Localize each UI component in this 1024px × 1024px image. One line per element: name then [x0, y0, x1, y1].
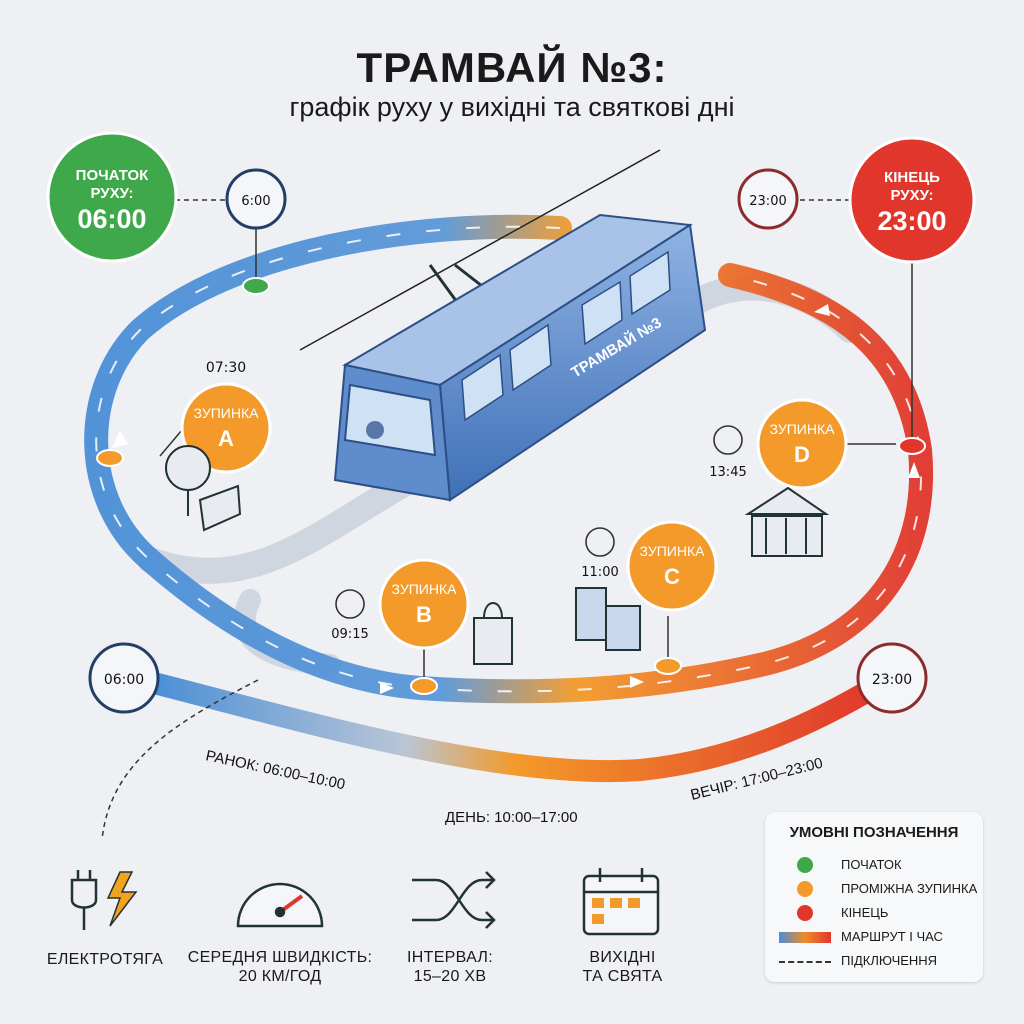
feature-interval-label: ІНТЕРВАЛ: 15–20 ХВ — [385, 948, 515, 986]
stop-b-letter: B — [416, 602, 432, 627]
start-clock-icon: 6:00 — [225, 168, 287, 230]
period-morning: РАНОК: 06:00–10:00 — [204, 747, 346, 793]
timeline-start-clock-icon: 06:00 — [88, 642, 160, 714]
feature-electric-label: ЕЛЕКТРОТЯГА — [30, 950, 180, 969]
stop-c-time: 11:00 — [581, 565, 618, 580]
feature-speed-line1: СЕРЕДНЯ ШВИДКІСТЬ: — [187, 949, 373, 966]
period-day: ДЕНЬ: 10:00–17:00 — [445, 809, 578, 826]
direction-arrow-icon — [380, 682, 394, 694]
legend-title: УМОВНІ ПОЗНАЧЕННЯ — [789, 824, 959, 841]
start-route-marker — [242, 277, 270, 295]
start-time: 06:00 — [77, 204, 146, 234]
legend-item-end: КІНЕЦЬ — [765, 902, 983, 924]
stop-d-letter: D — [794, 442, 810, 467]
feature-electric-text: ЕЛЕКТРОТЯГА — [46, 951, 164, 968]
legend-item-label: КІНЕЦЬ — [841, 905, 889, 920]
legend-item-connection: ПІДКЛЮЧЕННЯ — [765, 950, 983, 972]
stop-c-label: ЗУПИНКА — [640, 543, 706, 559]
feature-interval-line1: ІНТЕРВАЛ: — [407, 949, 493, 966]
end-label-2: РУХУ: — [890, 187, 933, 204]
feature-days-line1: ВИХІДНІ — [589, 949, 656, 966]
overhead-wire — [299, 149, 661, 351]
timeline-end-text: 23:00 — [872, 672, 912, 688]
stop-d-label: ЗУПИНКА — [770, 421, 836, 437]
direction-arrow-icon — [908, 462, 920, 478]
clock-icon — [713, 425, 743, 455]
shopping-bag-icon — [473, 602, 513, 665]
timeline-start-text: 06:00 — [104, 672, 144, 688]
tram-illustration: ТРАМВАЙ №3 — [333, 213, 707, 502]
stop-a-label: ЗУПИНКА — [194, 405, 260, 421]
dashed-line-icon — [779, 961, 831, 963]
stop-a-marker — [96, 449, 124, 467]
feature-interval-line2: 15–20 ХВ — [413, 968, 487, 985]
orange-circle-icon — [797, 881, 813, 897]
red-circle-icon — [797, 905, 813, 921]
start-label-1: ПОЧАТОК — [76, 167, 150, 184]
timeline-bar — [139, 671, 891, 783]
legend-item-stop: ПРОМІЖНА ЗУПИНКА — [765, 878, 983, 900]
stop-d-time: 13:45 — [709, 465, 746, 480]
tram-windows — [461, 250, 671, 422]
museum-icon — [744, 486, 830, 557]
stop-c-marker — [654, 657, 682, 675]
end-clock-icon: 23:00 — [737, 168, 799, 230]
direction-arrow-icon — [630, 676, 644, 688]
end-label-1: КІНЕЦЬ — [884, 169, 940, 186]
stop-c-letter: C — [664, 564, 680, 589]
stop-b: ЗУПИНКА B 09:15 — [331, 558, 470, 695]
legend-item-label: МАРШРУТ І ЧАС — [841, 929, 943, 944]
legend: УМОВНІ ПОЗНАЧЕННЯ ПОЧАТОК ПРОМІЖНА ЗУПИН… — [765, 812, 983, 982]
clock-icon — [335, 589, 365, 619]
office-buildings-icon — [575, 587, 641, 651]
stop-c: ЗУПИНКА C 11:00 — [581, 520, 718, 675]
calendar-icon — [582, 868, 660, 936]
legend-item-start: ПОЧАТОК — [765, 854, 983, 876]
legend-item-label: ПІДКЛЮЧЕННЯ — [841, 953, 938, 968]
plug-lightning-icon — [70, 870, 138, 930]
stop-a: ЗУПИНКА A 07:30 — [96, 360, 272, 474]
shuffle-icon — [412, 871, 496, 929]
end-time: 23:00 — [877, 206, 946, 236]
direction-arrow-icon — [112, 430, 128, 448]
tree-bench-icon — [165, 445, 242, 532]
start-clock-text: 6:00 — [241, 194, 270, 209]
feature-days-label: ВИХІДНІ ТА СВЯТА — [555, 948, 690, 986]
stop-d: ЗУПИНКА D 13:45 — [709, 398, 896, 490]
end-route-marker — [898, 437, 926, 455]
feature-speed-label: СЕРЕДНЯ ШВИДКІСТЬ: 20 КМ/ГОД — [185, 948, 375, 986]
stop-b-time: 09:15 — [331, 627, 368, 642]
stop-b-marker — [410, 677, 438, 695]
end-badge: КІНЕЦЬ РУХУ: 23:00 — [848, 136, 976, 264]
start-badge: ПОЧАТОК РУХУ: 06:00 — [46, 131, 178, 263]
tram-windshield — [343, 383, 437, 457]
stop-b-label: ЗУПИНКА — [392, 581, 458, 597]
legend-item-route: МАРШРУТ І ЧАС — [765, 926, 983, 948]
start-label-2: РУХУ: — [90, 185, 133, 202]
green-circle-icon — [797, 857, 813, 873]
clock-icon — [585, 527, 615, 557]
legend-item-label: ПОЧАТОК — [841, 857, 902, 872]
gradient-bar-icon — [779, 932, 831, 943]
timeline-end-clock-icon: 23:00 — [856, 642, 928, 714]
speedometer-icon — [236, 882, 324, 928]
feature-days-line2: ТА СВЯТА — [582, 968, 663, 985]
feature-speed-line2: 20 КМ/ГОД — [238, 968, 322, 985]
direction-arrow-icon — [814, 304, 830, 316]
legend-item-label: ПРОМІЖНА ЗУПИНКА — [841, 881, 978, 896]
stop-a-letter: A — [218, 426, 234, 451]
end-clock-text: 23:00 — [749, 194, 786, 209]
page-subtitle: графік руху у вихідні та святкові дні — [289, 92, 735, 122]
stop-a-time: 07:30 — [206, 360, 246, 376]
page-title: ТРАМВАЙ №3: — [356, 44, 668, 91]
tram-driver — [366, 421, 384, 439]
